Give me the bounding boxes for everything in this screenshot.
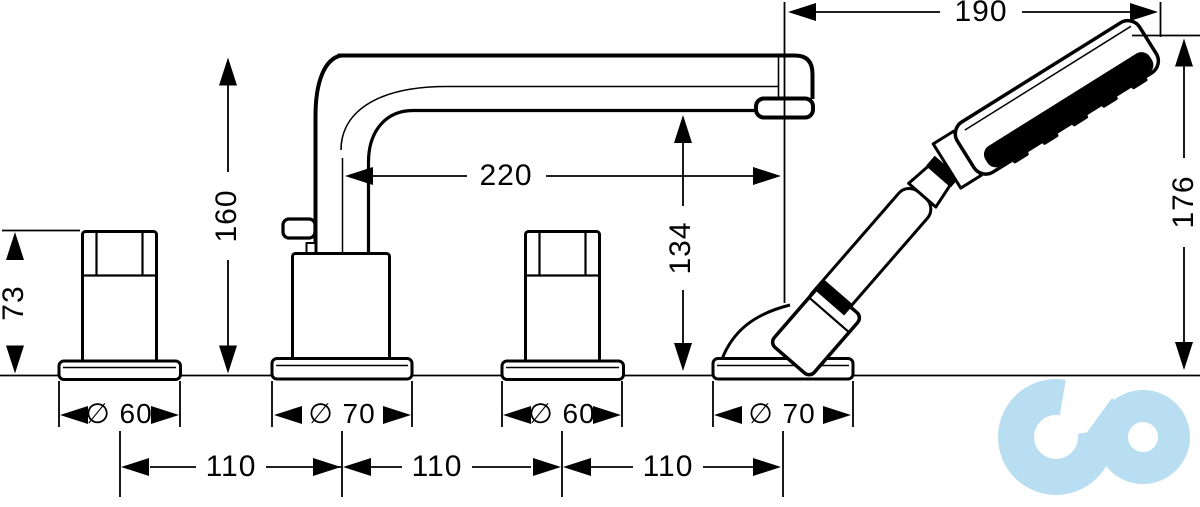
- hand-shower-unit: [711, 18, 1161, 381]
- dia-label-left-handle: ∅ 60: [85, 397, 153, 430]
- shower-handle-collar: [813, 278, 854, 316]
- brand-logo: [998, 379, 1190, 495]
- dim-label-spout-height: 160: [210, 189, 243, 243]
- holder-base-plate: [711, 357, 855, 381]
- holder-hose-curve: [720, 303, 791, 360]
- spacing-label-1: 110: [205, 450, 257, 483]
- spout-body: [291, 252, 391, 362]
- shower-handle: [807, 155, 960, 325]
- spacing-label-2: 110: [411, 450, 463, 483]
- dimension-arrowheads: [6, 3, 1193, 476]
- diameter-symbol: ∅: [308, 397, 334, 430]
- dia-label-holder: ∅ 70: [748, 397, 816, 430]
- logo-right-loop: [1096, 390, 1190, 484]
- spacing-label-3: 110: [642, 450, 694, 483]
- right-valve-handle: [500, 230, 625, 381]
- diameter-symbol: ∅: [528, 397, 554, 430]
- spout-base-plate: [270, 357, 414, 381]
- right-handle-base-plate: [500, 359, 625, 381]
- left-handle-base-plate: [57, 359, 182, 381]
- dia-label-right-handle: ∅ 60: [528, 397, 596, 430]
- dim-label-spout-reach: 220: [479, 159, 533, 192]
- spout: [270, 53, 815, 381]
- dim-label-handshower-height: 176: [1167, 175, 1200, 229]
- dim-label-handle-height: 73: [0, 285, 30, 321]
- diameter-symbol: ∅: [85, 397, 111, 430]
- dim-label-overall-width: 190: [954, 0, 1008, 28]
- dimension-lines: [2, 2, 1200, 468]
- dia-label-spout: ∅ 70: [308, 397, 376, 430]
- dim-label-spout-clearance: 134: [664, 221, 697, 275]
- left-valve-handle: [57, 230, 182, 381]
- fixture-outlines: [57, 18, 1161, 381]
- shower-head: [931, 18, 1161, 190]
- diameter-symbol: ∅: [748, 397, 774, 430]
- spray-face: [983, 52, 1154, 168]
- diverter-knob: [281, 217, 317, 240]
